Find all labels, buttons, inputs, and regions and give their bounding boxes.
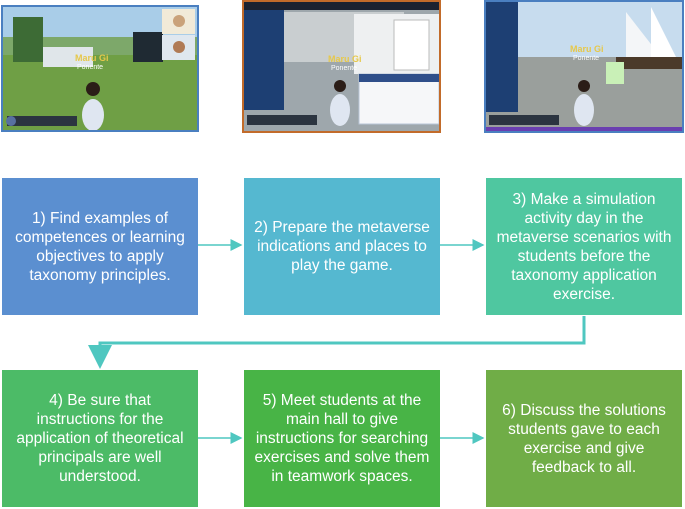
step-6-box: 6) Discuss the solutions students gave t… [486,370,682,507]
step-4-text: 4) Be sure that instructions for the app… [16,392,184,485]
step-3-box: 3) Make a simulation activity day in the… [486,178,682,315]
step-5-text: 5) Meet students at the main hall to giv… [254,392,430,485]
screenshot-1: Maru Gi Ponente [1,5,199,132]
avatar-tag-label: Ponente [573,55,600,62]
avatar-name-label: Maru Gi [328,54,362,64]
avatar-name-label: Maru Gi [75,53,109,63]
step-6-text: 6) Discuss the solutions students gave t… [502,401,666,476]
step-3-text: 3) Make a simulation activity day in the… [496,190,672,303]
arrow-3-to-4 [88,316,586,369]
step-5-box: 5) Meet students at the main hall to giv… [244,370,440,507]
step-1-text: 1) Find examples of competences or learn… [15,209,185,284]
screenshot-3: Maru Gi Ponente [484,0,684,133]
screenshot-2: Maru Gi Ponente [242,0,441,133]
avatar-tag-label: Ponente [331,65,358,72]
metaverse-scene-hall [244,2,439,131]
step-1-box: 1) Find examples of competences or learn… [2,178,198,315]
avatar-tag-label: Ponente [77,64,104,71]
step-2-box: 2) Prepare the metaverse indications and… [244,178,440,315]
step-2-text: 2) Prepare the metaverse indications and… [254,219,430,274]
step-4-box: 4) Be sure that instructions for the app… [2,370,198,507]
avatar-name-label: Maru Gi [570,44,604,54]
metaverse-scene-harbor [486,2,682,131]
metaverse-scene-grass [3,7,197,130]
